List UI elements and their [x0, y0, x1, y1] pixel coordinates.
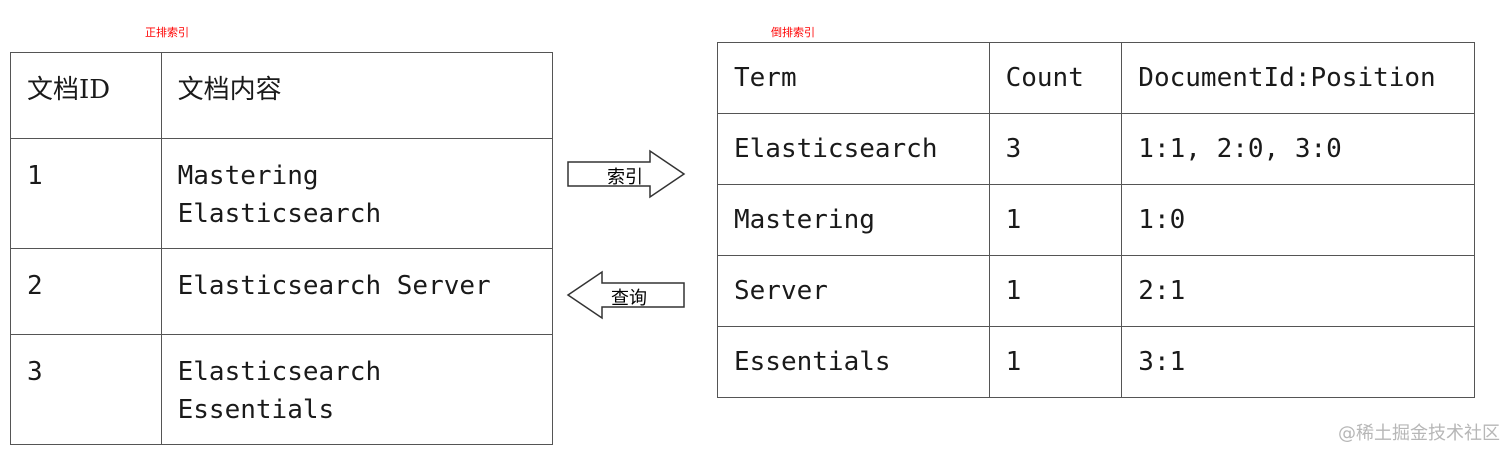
query-arrow-label: 查询 — [611, 288, 647, 309]
term-cell: Mastering — [734, 205, 875, 235]
count-cell: 1 — [1005, 276, 1022, 306]
doc-content-cell: Elasticsearch Essentials — [177, 357, 382, 425]
doc-id-cell: 2 — [27, 271, 43, 301]
header-positions: DocumentId:Position — [1138, 63, 1436, 93]
count-cell: 1 — [1005, 347, 1022, 377]
term-cell: Server — [734, 276, 828, 306]
positions-cell: 3:1 — [1138, 347, 1186, 377]
forward-index-table: 文档ID 文档内容 1 Mastering Elasticsearch 2 El… — [10, 52, 554, 445]
inverted-index-caption: 倒排索引 — [771, 26, 815, 39]
index-arrow-label: 索引 — [607, 167, 643, 188]
doc-content-cell: Elasticsearch Server — [177, 271, 491, 301]
table-row: Mastering 1 1:0 — [717, 184, 1475, 256]
table-row: Elasticsearch 3 1:1, 2:0, 3:0 — [717, 113, 1475, 185]
doc-id-cell: 3 — [27, 357, 43, 387]
count-cell: 3 — [1005, 134, 1022, 164]
positions-cell: 1:1, 2:0, 3:0 — [1138, 134, 1342, 164]
term-cell: Essentials — [734, 347, 891, 377]
header-doc-content: 文档内容 — [177, 75, 282, 105]
header-doc-id: 文档ID — [27, 75, 111, 105]
right-arrow-icon — [567, 149, 686, 199]
table-header-row: Term Count DocumentId:Position — [717, 42, 1475, 114]
table-row: 3 Elasticsearch Essentials — [10, 334, 554, 445]
doc-id-cell: 1 — [27, 161, 43, 191]
watermark: @稀土掘金技术社区 — [1338, 423, 1500, 444]
inverted-index-table: Term Count DocumentId:Position Elasticse… — [717, 42, 1475, 398]
table-row: 2 Elasticsearch Server — [10, 248, 554, 335]
positions-cell: 1:0 — [1138, 205, 1186, 235]
count-cell: 1 — [1005, 205, 1022, 235]
table-header-row: 文档ID 文档内容 — [10, 52, 554, 139]
positions-cell: 2:1 — [1138, 276, 1186, 306]
doc-content-cell: Mastering Elasticsearch — [177, 161, 382, 229]
header-term: Term — [734, 63, 797, 93]
header-count: Count — [1005, 63, 1084, 93]
forward-index-caption: 正排索引 — [145, 26, 189, 39]
table-row: Server 1 2:1 — [717, 255, 1475, 327]
table-row: Essentials 1 3:1 — [717, 326, 1475, 398]
table-row: 1 Mastering Elasticsearch — [10, 138, 554, 249]
left-arrow-icon — [566, 270, 685, 320]
term-cell: Elasticsearch — [734, 134, 938, 164]
